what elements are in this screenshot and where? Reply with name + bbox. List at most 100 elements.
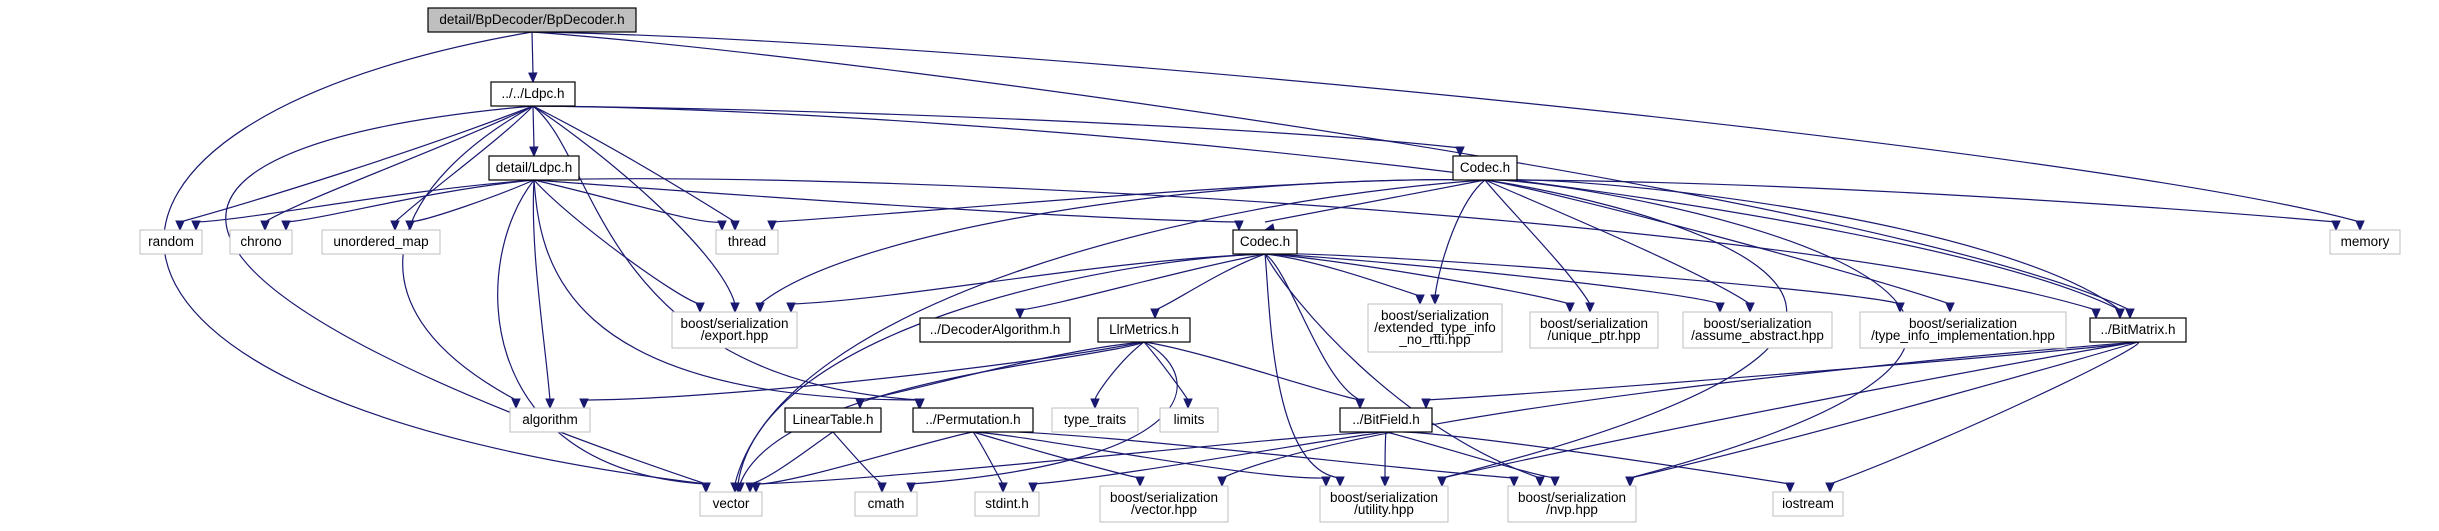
edge-codec_mid-to-ser_nvp (1264, 253, 1541, 479)
arrowhead-ldpc_top-to-export (730, 302, 740, 314)
node-label: ../BitMatrix.h (2100, 322, 2175, 337)
arrowhead-codec_top-to-type_info_impl (1945, 302, 1955, 314)
node-ser-vector: boost/serialization/vector.hpp (1099, 485, 1229, 523)
arrowhead-ldpc_top-to-chrono (260, 220, 270, 232)
edge-bitfield-to-ser_utility (1384, 431, 1387, 479)
node-assume-abstract: boost/serialization/assume_abstract.hpp (1682, 311, 1833, 349)
node-lineartable[interactable]: LinearTable.h (784, 407, 882, 433)
node-llrmetrics[interactable]: LlrMetrics.h (1097, 317, 1191, 343)
node-box (229, 229, 293, 255)
edge-codec_top-to-assume_abstract (1484, 179, 1751, 305)
edge-permutation-to-ser_utility (972, 431, 1327, 479)
node-label: ../DecoderAlgorithm.h (930, 322, 1061, 337)
edge-bitmatrix-to-ser_utility (1441, 341, 2139, 479)
edge-codec_top-to-memory (1484, 179, 2337, 223)
edge-codec_top-to-ext_type_info (1434, 179, 1486, 297)
edge-llrmetrics-to-lineartable (859, 341, 1145, 401)
node-box (854, 491, 918, 517)
node-codec-top[interactable]: Codec.h (1452, 155, 1518, 181)
arrowhead-codec_mid-to-export (786, 302, 796, 314)
arrowhead-detail_ldpc-to-vector (701, 482, 711, 494)
node-label: vector (713, 496, 750, 511)
node-ser-nvp: boost/serialization/nvp.hpp (1507, 485, 1637, 523)
node-box (1339, 407, 1433, 433)
arrowhead-detail_ldpc-to-codec_mid (1234, 220, 1244, 232)
edge-bpdecoder-to-vector (163, 31, 707, 485)
edge-ldpc_top-to-permutation (532, 105, 921, 401)
arrowhead-llrmetrics-to-bitfield (1355, 398, 1365, 410)
arrowhead-detail_ldpc-to-export (695, 302, 705, 314)
edge-ldpc_top-to-detail_ldpc (532, 105, 535, 149)
node-label: /utility.hpp (1354, 502, 1414, 517)
edge-llrmetrics-to-type_traits (1094, 341, 1145, 401)
edge-lineartable-to-vector (749, 431, 834, 485)
arrowhead-llrmetrics-to-limits (1183, 398, 1193, 410)
arrowhead-codec_top-to-export (755, 302, 765, 314)
edge-ldpc_top-to-bitmatrix (532, 105, 2121, 311)
arrowhead-llrmetrics-to-algorithm (579, 398, 589, 410)
node-detail-ldpc[interactable]: detail/Ldpc.h (488, 155, 580, 181)
node-ldpc-top[interactable]: ../../Ldpc.h (490, 81, 576, 107)
arrowhead-codec_mid-to-assume_abstract (1715, 302, 1725, 314)
node-label: _no_rtti.hpp (1398, 332, 1470, 347)
edge-llrmetrics-to-limits (1143, 341, 1189, 401)
edge-ldpc_top-to-codec_top (532, 105, 1461, 149)
node-label: limits (1174, 412, 1205, 427)
edge-detail_ldpc-to-unordered_map (409, 179, 535, 223)
node-type-traits: type_traits (1051, 407, 1139, 433)
arrowhead-codec_mid-to-type_info_impl (1895, 302, 1905, 314)
node-label: Codec.h (1460, 160, 1510, 175)
node-label: boost/serialization (1540, 316, 1648, 331)
edge-codec_mid-to-type_info_impl (1264, 253, 1901, 305)
arrowhead-detail_ldpc-to-algorithm (545, 398, 555, 410)
edge-codec_mid-to-decoder_alg (1019, 253, 1266, 311)
arrowhead-codec_top-to-bitmatrix (2115, 308, 2125, 320)
node-label: cmath (868, 496, 905, 511)
node-random: random (139, 229, 203, 255)
node-bitfield[interactable]: ../BitField.h (1339, 407, 1433, 433)
node-label: algorithm (522, 412, 578, 427)
edge-ldpc_top-to-export (532, 105, 736, 305)
node-box (1159, 407, 1219, 433)
node-bitmatrix[interactable]: ../BitMatrix.h (2089, 317, 2187, 343)
arrowhead-ldpc_top-to-unordered_map (390, 220, 400, 232)
arrowhead-bitfield-to-stdint (1028, 482, 1038, 494)
node-label: chrono (240, 234, 281, 249)
node-decoder-alg[interactable]: ../DecoderAlgorithm.h (919, 317, 1071, 343)
arrowhead-llrmetrics-to-type_traits (1090, 398, 1100, 410)
node-box (1859, 311, 2067, 349)
arrowhead-ldpc_top-to-codec_top (1455, 146, 1465, 158)
node-permutation[interactable]: ../Permutation.h (912, 407, 1034, 433)
node-box (784, 407, 882, 433)
arrowhead-bitfield-to-iostream (1785, 482, 1795, 494)
edge-codec_top-to-type_info_impl (1484, 179, 1951, 305)
edge-bitfield-to-iostream (1385, 431, 1791, 485)
node-box (1232, 229, 1298, 255)
edge-detail_ldpc-to-vector (497, 179, 707, 485)
edge-bitmatrix-to-ser_vector (1221, 341, 2139, 479)
node-label: ../BitField.h (1352, 412, 1420, 427)
node-codec-mid[interactable]: Codec.h (1232, 229, 1298, 255)
node-label: type_traits (1064, 412, 1127, 427)
edge-codec_mid-to-ext_type_info (1264, 253, 1421, 297)
edge-detail_ldpc-to-thread (533, 179, 723, 223)
node-label: detail/BpDecoder/BpDecoder.h (439, 12, 624, 27)
arrowhead-permutation-to-ser_nvp (1509, 476, 1519, 488)
node-box (1772, 491, 1844, 517)
node-label: LlrMetrics.h (1109, 322, 1179, 337)
arrowhead-bpdecoder-to-memory (2355, 220, 2365, 232)
node-bpdecoder[interactable]: detail/BpDecoder/BpDecoder.h (427, 7, 637, 33)
node-label: memory (2341, 234, 2390, 249)
arrowhead-codec_top-to-assume_abstract (1745, 302, 1755, 314)
node-label: ../../Ldpc.h (501, 86, 564, 101)
arrowhead-llrmetrics-to-cmath (906, 482, 916, 494)
node-box (1099, 485, 1229, 523)
node-label: stdint.h (985, 496, 1029, 511)
edge-bitmatrix-to-bitfield (1425, 341, 2139, 401)
node-box (427, 7, 637, 33)
node-box (1452, 155, 1518, 181)
edge-detail_ldpc-to-chrono (285, 179, 535, 223)
node-unordered-map: unordered_map (321, 229, 441, 255)
arrowhead-codec_mid-to-ext_type_info (1415, 294, 1425, 306)
